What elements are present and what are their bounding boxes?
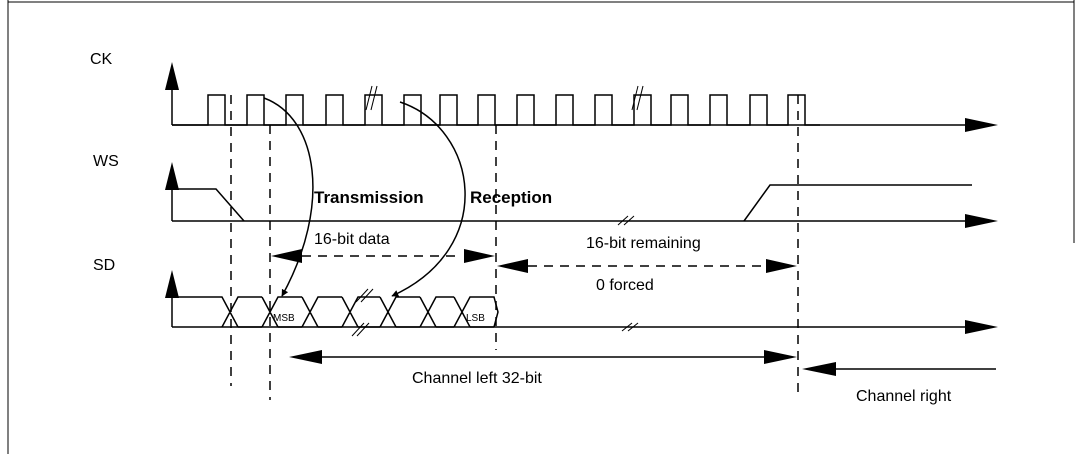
sd-break-mark (351, 288, 374, 337)
ws-waveform-left (172, 188, 245, 222)
ws-break-mark (617, 215, 635, 226)
ws-axis (165, 162, 998, 228)
diagram-frame (7, 0, 1075, 454)
ck-axis (165, 62, 998, 132)
lsb-label: LSB (466, 313, 485, 324)
channel-left-label: Channel left 32-bit (412, 370, 542, 387)
sd-data-waveform (172, 296, 499, 328)
data-16bit-label: 16-bit data (314, 231, 390, 248)
ws-waveform-right (743, 184, 972, 222)
zero-forced-label: 0 forced (596, 277, 654, 294)
ws-signal-label: WS (93, 153, 119, 170)
ck-break-mark-2 (631, 85, 644, 111)
ck-clock-waveform (172, 94, 820, 126)
msb-label: MSB (273, 313, 295, 324)
sd-signal-label: SD (93, 257, 115, 274)
ck-signal-label: CK (90, 51, 113, 68)
remaining-16bit-label: 16-bit remaining (586, 235, 701, 252)
sd-break-mark-2 (621, 322, 639, 332)
transmission-curve-arrow (263, 97, 314, 297)
ck-break-mark (365, 85, 378, 111)
transmission-label: Transmission (314, 188, 424, 207)
channel-right-label: Channel right (856, 388, 952, 405)
reception-label: Reception (470, 188, 552, 207)
reception-curve-arrow (391, 101, 466, 297)
sd-axis (165, 270, 998, 334)
